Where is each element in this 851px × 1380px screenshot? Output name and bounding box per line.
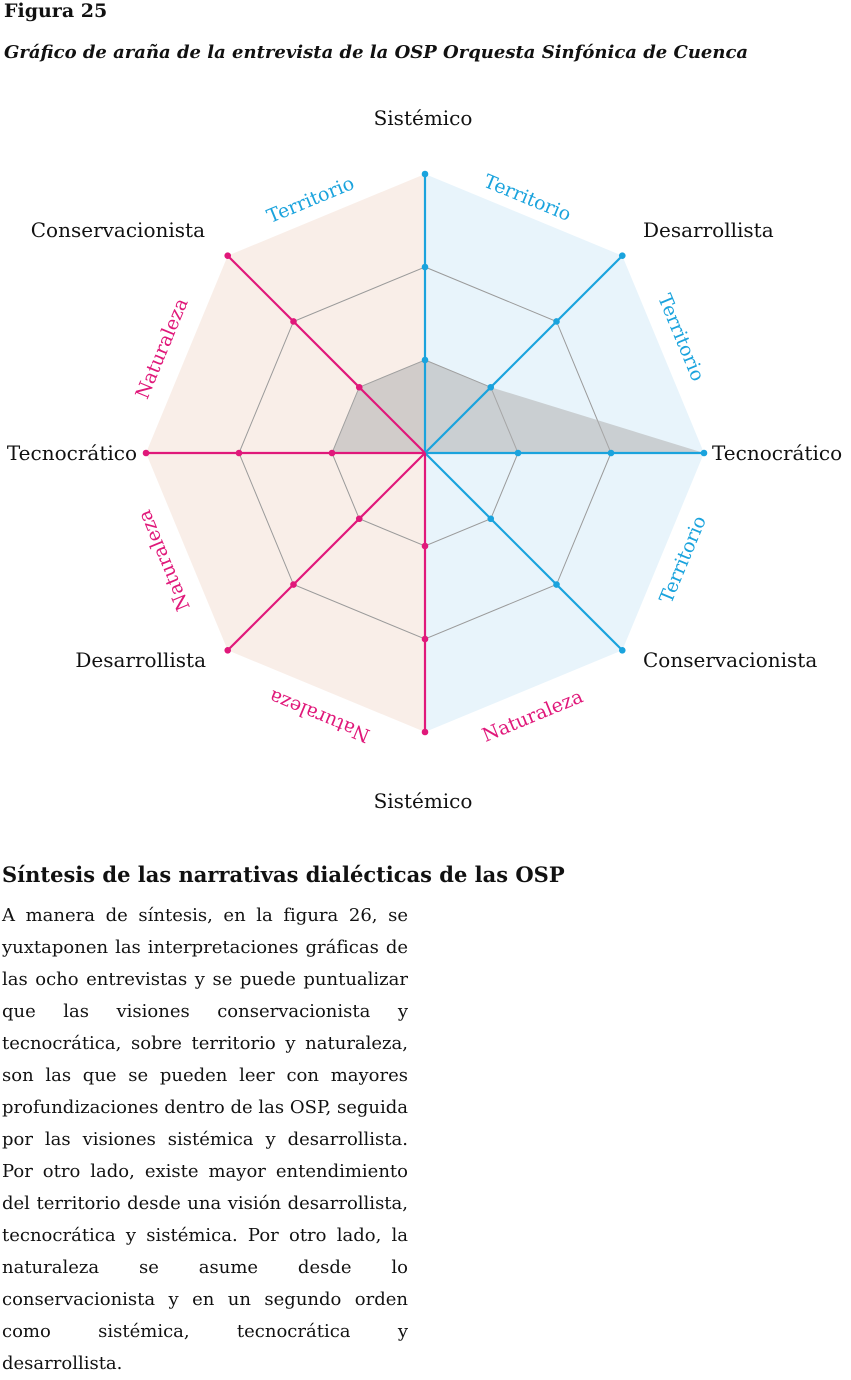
section-body: A manera de síntesis, en la figura 26, s… (2, 905, 408, 1374)
axis-marker-7-1 (355, 383, 363, 391)
axis-marker-3-2 (553, 581, 560, 588)
axis-label-1: Desarrollista (643, 218, 774, 242)
axis-marker-4-3 (421, 728, 429, 736)
axis-marker-7-3 (224, 252, 232, 260)
axis-marker-2-2 (607, 449, 615, 457)
axis-marker-0-1 (421, 356, 429, 364)
axis-label-4: Sistémico (374, 789, 473, 813)
axis-marker-6-2 (235, 449, 243, 457)
axis-marker-6-1 (328, 449, 336, 457)
axis-marker-4-2 (421, 635, 429, 643)
figure-label: Figura 25 (4, 0, 108, 22)
axis-marker-6-3 (142, 449, 150, 457)
axis-marker-5-3 (224, 646, 232, 654)
section-title: Síntesis de las narrativas dialécticas d… (2, 862, 565, 887)
axis-label-6: Tecnocrático (7, 441, 137, 465)
axis-label-0: Sistémico (374, 106, 473, 130)
radar-chart: SistémicoDesarrollistaTecnocráticoConser… (7, 106, 842, 813)
axis-label-2: Tecnocrático (712, 441, 842, 465)
axis-marker-3-1 (487, 515, 495, 523)
axis-marker-7-2 (290, 318, 297, 325)
axis-marker-1-3 (618, 252, 626, 260)
axis-label-7: Conservacionista (31, 218, 205, 242)
axis-marker-1-1 (487, 383, 495, 391)
axis-line-7 (226, 254, 426, 454)
figure-caption: Gráfico de araña de la entrevista de la … (4, 42, 749, 63)
axis-label-3: Conservacionista (643, 648, 817, 672)
axis-marker-2-3 (700, 449, 708, 457)
axis-line-5 (226, 452, 426, 652)
axis-marker-5-1 (355, 515, 363, 523)
axis-marker-1-2 (553, 318, 560, 325)
axis-marker-5-2 (290, 581, 297, 588)
axis-line-1 (424, 254, 624, 454)
axis-marker-3-3 (618, 646, 626, 654)
axis-label-5: Desarrollista (75, 648, 206, 672)
axis-line-3 (424, 452, 624, 652)
axis-marker-4-1 (421, 542, 429, 550)
axis-marker-0-3 (421, 170, 429, 178)
axis-marker-0-2 (421, 263, 429, 271)
axis-marker-2-1 (514, 449, 522, 457)
